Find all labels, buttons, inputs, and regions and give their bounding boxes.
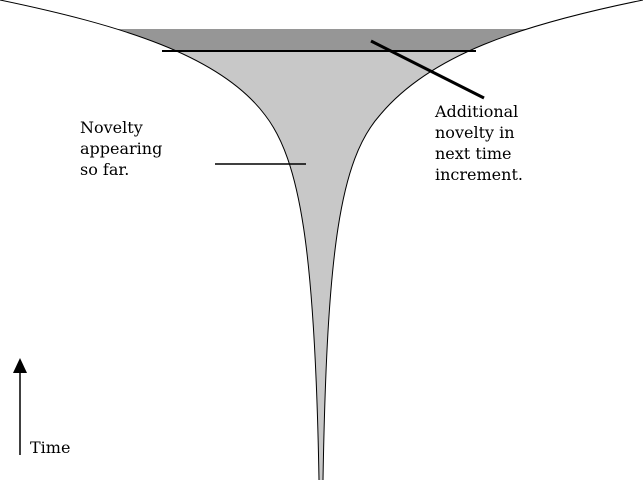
label-line: Additional (435, 102, 519, 121)
label-line: novelty in (435, 123, 515, 142)
time-arrow-icon (13, 358, 27, 373)
additional-novelty-label: Additional novelty in next time incremen… (435, 101, 523, 185)
funnel-left-curve (0, 0, 320, 480)
novelty-so-far-region (0, 51, 643, 480)
label-line: increment. (435, 165, 523, 184)
label-line: so far. (80, 160, 130, 179)
time-axis-label: Time (30, 438, 71, 457)
additional-leader-line (370, 39, 485, 100)
additional-novelty-band (0, 29, 643, 51)
label-line: next time (435, 144, 512, 163)
label-line: appearing (80, 139, 163, 158)
novelty-so-far-label: Novelty appearing so far. (80, 117, 162, 180)
funnel-right-curve (322, 0, 643, 480)
label-line: Novelty (80, 118, 143, 137)
